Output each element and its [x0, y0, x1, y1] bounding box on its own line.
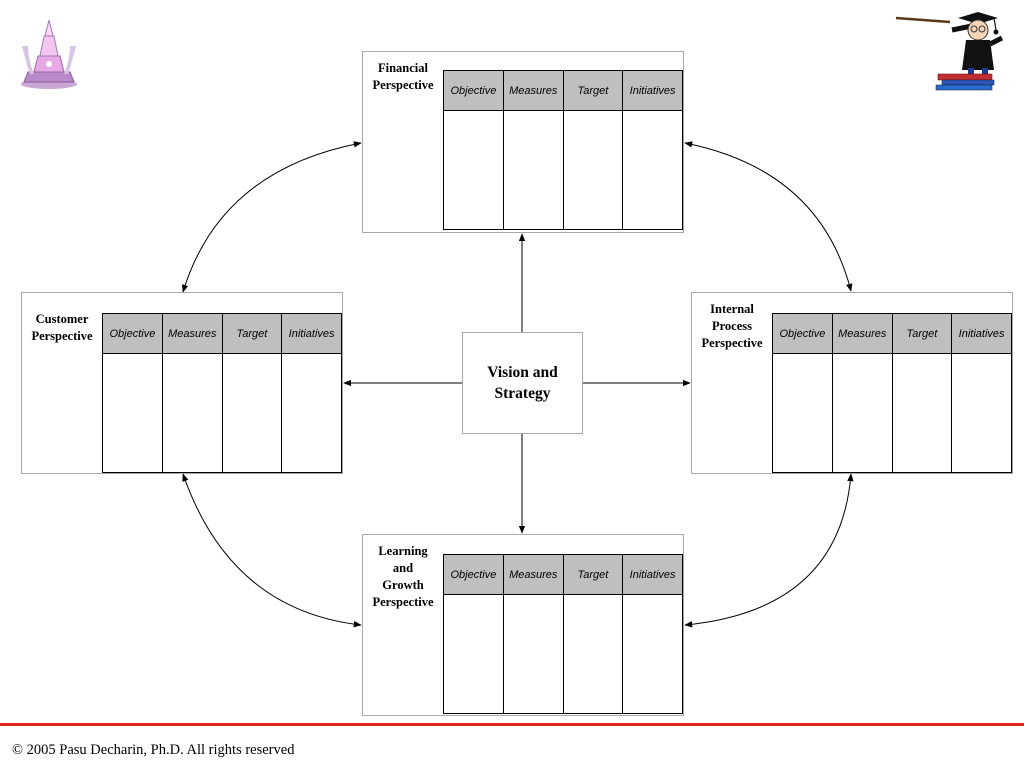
table-cell	[622, 594, 683, 714]
column-header-initiatives: Initiatives	[622, 554, 683, 595]
column-header-target: Target	[562, 554, 624, 595]
column-header-objective: Objective	[772, 313, 833, 354]
learning-growth-perspective-box: Learning and Growth Perspective Objectiv…	[362, 534, 684, 716]
curve-financial-internal	[684, 141, 853, 292]
table-cell	[443, 110, 504, 230]
curve-customer-financial	[182, 141, 362, 293]
internal-process-scorecard-table: Objective Measures Target Initiatives	[772, 313, 1012, 473]
table-cell	[221, 353, 283, 473]
copyright-footer: © 2005 Pasu Decharin, Ph.D. All rights r…	[12, 742, 295, 758]
customer-perspective-box: Customer Perspective Objective Measures …	[21, 292, 343, 474]
internal-process-perspective-label: Internal Process Perspective	[701, 302, 763, 350]
internal-process-perspective-box: Internal Process Perspective Objective M…	[691, 292, 1013, 474]
table-cell	[502, 110, 564, 230]
vision-strategy-box: Vision and Strategy	[462, 332, 583, 434]
table-cell	[443, 594, 504, 714]
column-header-target: Target	[891, 313, 953, 354]
financial-perspective-label: Financial Perspective	[372, 61, 434, 92]
financial-scorecard-table: Objective Measures Target Initiatives	[443, 70, 683, 230]
table-cell	[772, 353, 833, 473]
professor-pointer-icon	[895, 12, 1004, 91]
column-header-measures: Measures	[502, 70, 564, 111]
table-cell	[562, 110, 624, 230]
footer-divider	[0, 723, 1024, 726]
column-header-initiatives: Initiatives	[622, 70, 683, 111]
column-header-target: Target	[221, 313, 283, 354]
column-header-initiatives: Initiatives	[951, 313, 1012, 354]
table-cell	[161, 353, 223, 473]
column-header-objective: Objective	[443, 554, 504, 595]
column-header-objective: Objective	[443, 70, 504, 111]
column-header-measures: Measures	[831, 313, 893, 354]
customer-perspective-label: Customer Perspective	[31, 312, 93, 343]
table-cell	[831, 353, 893, 473]
learning-growth-perspective-label: Learning and Growth Perspective	[372, 544, 434, 609]
table-cell	[502, 594, 564, 714]
table-cell	[891, 353, 953, 473]
column-header-measures: Measures	[161, 313, 223, 354]
table-cell	[951, 353, 1012, 473]
financial-perspective-box: Financial Perspective Objective Measures…	[362, 51, 684, 233]
column-header-target: Target	[562, 70, 624, 111]
table-cell	[102, 353, 163, 473]
customer-scorecard-table: Objective Measures Target Initiatives	[102, 313, 342, 473]
column-header-objective: Objective	[102, 313, 163, 354]
table-cell	[622, 110, 683, 230]
learning-growth-scorecard-table: Objective Measures Target Initiatives	[443, 554, 683, 714]
university-logo	[21, 19, 77, 89]
curve-internal-learning	[684, 473, 854, 628]
column-header-measures: Measures	[502, 554, 564, 595]
curve-customer-learning	[182, 473, 362, 628]
table-cell	[562, 594, 624, 714]
column-header-initiatives: Initiatives	[281, 313, 342, 354]
table-cell	[281, 353, 342, 473]
